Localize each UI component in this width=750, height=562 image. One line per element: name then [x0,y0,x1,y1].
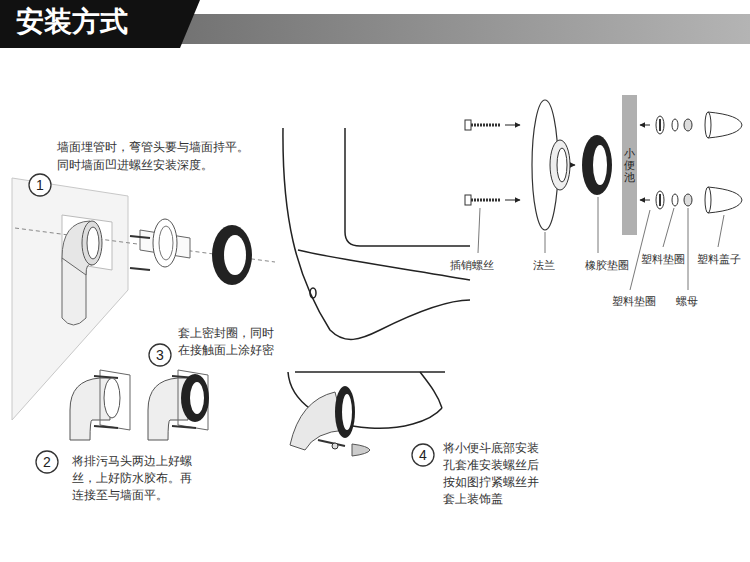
circle-outline [36,451,58,473]
exploded-parts [640,200,650,201]
leader-line [663,208,674,247]
exploded-parts [640,125,650,126]
step-note: 墙面埋管时，弯管头要与墙面持平。 同时墙面凹进螺丝安装深度。 [57,138,255,174]
band-text-wrap: 小便池 [624,147,635,183]
exploded-parts [705,112,711,138]
wall-elbow-pipe [87,227,99,259]
leader-line [478,197,724,290]
part-label: 法兰 [533,258,555,272]
header-bar [0,0,750,48]
urinal-outline [298,250,470,280]
wall-panel [12,178,128,420]
exploded-parts [684,119,692,131]
step-note: 将小便斗底部安装 孔套准安装螺丝后 按如图拧紧螺丝并 套上装饰盖 [443,440,545,508]
flange-part [130,219,190,270]
leader-line [598,197,599,253]
exploded-parts [656,116,664,134]
exploded-parts [505,125,520,126]
part-band: 小便池 [622,95,637,235]
callout-number: 4 [419,447,427,463]
urinal-bottom [288,372,445,456]
header-bar [0,0,200,48]
wall-elbow-pipe [82,221,102,265]
leader-line [545,232,546,253]
circle-outline [412,444,434,466]
urinal-outline [345,128,470,246]
urinal-bottom [342,394,352,430]
exploded-parts [550,140,570,190]
urinal-outline [283,128,470,339]
exploded-parts [684,194,692,206]
exploded-parts [708,112,742,138]
part-label: 螺母 [676,294,698,308]
exploded-parts [465,100,742,230]
exploded-parts [471,124,500,127]
exploded-parts [705,187,711,213]
step-two-elbows [181,374,209,422]
exploded-parts [708,187,742,213]
exploded-parts [465,195,471,205]
urinal-bottom [420,372,442,408]
urinal-bottom [295,371,445,373]
urinal-bottom [335,386,355,438]
exploded-parts [672,194,678,206]
callout-number: 1 [36,177,44,193]
callout-number: 3 [156,347,164,363]
callout-number: 2 [43,454,51,470]
callout-number: 4 [411,443,435,467]
exploded-parts [465,120,471,130]
step-note: 套上密封圈，同时 在接触面上涂好密 [178,325,280,359]
wall-panel [12,178,128,420]
exploded-parts [471,199,500,202]
flange-part [130,236,150,238]
part-label: 橡胶垫圈 [585,258,629,272]
step-two-elbows [190,382,204,414]
leader-line [718,215,724,247]
urinal-bottom [352,444,370,456]
leader-line [478,208,480,253]
part-label: 塑料垫圈 [612,294,656,308]
exploded-parts [570,165,575,166]
exploded-parts [582,135,612,195]
exploded-parts [672,119,678,131]
circle-outline [149,344,171,366]
wall-elbow-pipe [62,221,102,325]
rubber-ring [224,235,246,275]
urinal-outline [283,128,470,339]
flange-part [159,226,173,260]
step-note: 将排污马头两边上好螺 丝，上好防水胶布。再 连接至与墙面平。 [72,453,198,504]
flange-part [153,219,177,267]
step-two-elbows [148,370,208,440]
exploded-parts [659,194,661,206]
part-label: 小便池 [624,147,635,183]
callout-number: 3 [148,343,172,367]
exploded-parts [659,119,661,131]
part-label: 塑料垫圈 [641,252,685,266]
callout-number: 2 [35,450,59,474]
callout-number: 1 [28,173,52,197]
leader-line [688,208,689,290]
exploded-parts [656,191,664,209]
step-two-elbows [70,370,130,440]
rubber-ring [212,225,252,285]
exploded-parts [505,200,520,201]
rubber-ring [212,225,252,285]
exploded-parts [557,148,567,182]
part-label: 塑料盖子 [697,252,741,266]
part-label: 插销螺丝 [450,258,494,272]
flange-part [130,268,150,270]
step-two-elbows [104,378,120,418]
urinal-bottom [332,443,338,449]
urinal-bottom [318,440,345,446]
page-title: 安装方式 [16,4,128,40]
circle-outline [29,174,51,196]
step-two-elbows [70,370,209,440]
exploded-parts [593,145,607,185]
urinal-outline [310,288,316,298]
